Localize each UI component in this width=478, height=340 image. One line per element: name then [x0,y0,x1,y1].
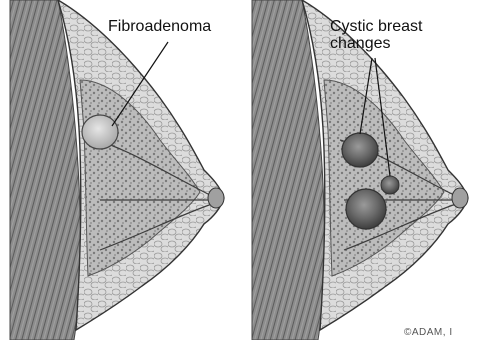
cyst-upper [342,133,378,167]
cyst-small [381,176,399,194]
cystic-breast-label-line1: Cystic breast [330,18,422,35]
credit-text: ©ADAM, I [404,327,453,338]
fibroadenoma-label: Fibroadenoma [108,18,211,35]
nipple [208,188,224,208]
cyst-lower [346,189,386,229]
nipple-right [452,188,468,208]
fibroadenoma-mass [82,115,118,149]
left-breast-panel [2,0,232,340]
cystic-breast-label-line2: changes [330,35,391,52]
